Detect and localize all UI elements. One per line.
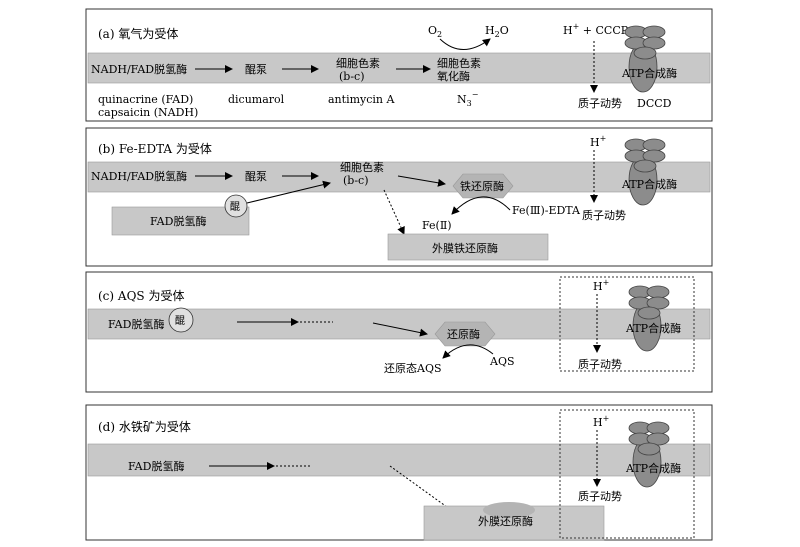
panel-a-antimycin: antimycin A — [328, 93, 395, 106]
panel-d-dashed-box — [559, 409, 695, 539]
panel-a-oxidase-line1: 细胞色素 — [437, 56, 481, 70]
panel-b-fe3: Fe(Ⅲ)-EDTA — [512, 204, 581, 217]
panel-a-nadh-dehydrogenase: NADH/FAD脱氢酶 — [91, 62, 187, 76]
panel-d-h: H+ — [593, 414, 609, 429]
panel-c-pmf: 质子动势 — [578, 358, 622, 371]
panel-a-cyt-bc-line1: 细胞色素 — [336, 56, 380, 70]
panel-d: (d) 水铁矿为受体 FAD脱氢酶 外膜还原酶 H+ 质子动势 ATP合成酶 — [85, 404, 713, 541]
panel-a-o2: O2 — [428, 24, 442, 39]
panel-b-arrow-3 — [397, 175, 446, 187]
panel-a-dicumarol: dicumarol — [228, 93, 285, 106]
panel-c-reductase: 还原酶 — [447, 328, 480, 341]
panel-c-reduced-aqs: 还原态AQS — [384, 362, 442, 375]
panel-b-fad: FAD脱氢酶 — [150, 214, 206, 228]
panel-a-quinone-pump: 醌泵 — [245, 63, 267, 76]
panel-c-arrow-to-reductase — [372, 322, 428, 337]
panel-c-h: H+ — [593, 278, 609, 293]
panel-b-fe-reductase: 铁还原酶 — [460, 180, 504, 193]
panel-b: (b) Fe-EDTA 为受体 NADH/FAD脱氢酶 醌泵 细胞色素 (b-c… — [85, 127, 713, 267]
panel-a-atp-synthase-icon — [624, 25, 666, 93]
panel-c-atp-synthase-icon — [628, 285, 670, 352]
panel-d-title: (d) 水铁矿为受体 — [98, 420, 191, 434]
panel-c-title: (c) AQS 为受体 — [98, 289, 184, 303]
panel-b-fad-arrow — [246, 180, 331, 204]
panel-c-atp-label: ATP合成酶 — [625, 321, 681, 335]
panel-d-atp-synthase-icon — [628, 421, 670, 488]
panel-d-reductase-shape — [483, 502, 535, 518]
panel-a-membrane — [87, 52, 711, 84]
panel-d-outer-reductase: 外膜还原酶 — [478, 515, 533, 528]
panel-a-oxidase-line2: 氧化酶 — [437, 69, 470, 83]
panel-a-pmf: 质子动势 — [578, 97, 622, 110]
panel-b-cyt-bc-line1: 细胞色素 — [340, 160, 384, 174]
panel-b-fe2: Fe(Ⅱ) — [422, 219, 452, 232]
panel-c-fad: FAD脱氢酶 — [108, 317, 164, 331]
panel-a-h2o: H2O — [485, 24, 509, 39]
panel-a: (a) 氧气为受体 NADH/FAD脱氢酶 醌泵 细胞色素 (b-c) 细胞色素… — [85, 8, 713, 122]
panel-b-fe-reductase-shape — [452, 173, 514, 199]
panel-d-membrane — [87, 443, 711, 477]
panel-b-title: (b) Fe-EDTA 为受体 — [98, 142, 212, 156]
panel-b-quinone: 醌 — [230, 201, 240, 213]
panel-a-title: (a) 氧气为受体 — [98, 26, 178, 41]
panel-a-azide: N3− — [457, 90, 478, 108]
panel-b-cyt-bc-line2: (b-c) — [343, 174, 369, 187]
panel-c-quinone: 醌 — [175, 315, 185, 327]
panel-c-aqs: AQS — [489, 355, 515, 368]
panel-b-quinone-circle — [224, 194, 248, 218]
panel-b-dashed-arrow — [383, 189, 405, 235]
panel-b-atp-synthase-icon — [624, 138, 666, 206]
panel-a-capsaicin: capsaicin (NADH) — [98, 106, 198, 119]
panel-b-outer-box — [387, 233, 549, 261]
panel-b-h: H+ — [590, 134, 606, 149]
panel-c-quinone-circle — [168, 307, 194, 333]
panel-a-dccd: DCCD — [637, 97, 672, 110]
panel-d-atp-label: ATP合成酶 — [625, 461, 681, 475]
panel-c-dashed-box — [559, 276, 695, 372]
panel-c: (c) AQS 为受体 FAD脱氢酶 醌 还原酶 AQS 还原态AQS H+ 质… — [85, 271, 713, 393]
panel-b-atp-label: ATP合成酶 — [621, 177, 677, 191]
panel-b-fe-arrow — [451, 196, 511, 215]
panel-c-reductase-shape — [434, 321, 496, 347]
panel-b-pmf: 质子动势 — [582, 209, 626, 222]
panel-b-nadh-dehydrogenase: NADH/FAD脱氢酶 — [91, 169, 187, 183]
panel-d-pmf: 质子动势 — [578, 490, 622, 503]
panel-a-quinacrine: quinacrine (FAD) — [98, 93, 193, 106]
panel-c-aqs-arrow — [442, 344, 494, 359]
panel-a-cyt-bc-line2: (b-c) — [339, 70, 365, 83]
panel-a-h-cccp: H+ + CCCP — [563, 22, 629, 37]
panel-b-membrane — [87, 161, 711, 193]
panel-a-atp-label: ATP合成酶 — [621, 66, 677, 80]
panel-b-outer-reductase: 外膜铁还原酶 — [432, 242, 498, 255]
panel-a-o2-arrow — [439, 38, 491, 50]
panel-b-quinone-pump: 醌泵 — [245, 170, 267, 183]
panel-d-fad: FAD脱氢酶 — [128, 459, 184, 473]
